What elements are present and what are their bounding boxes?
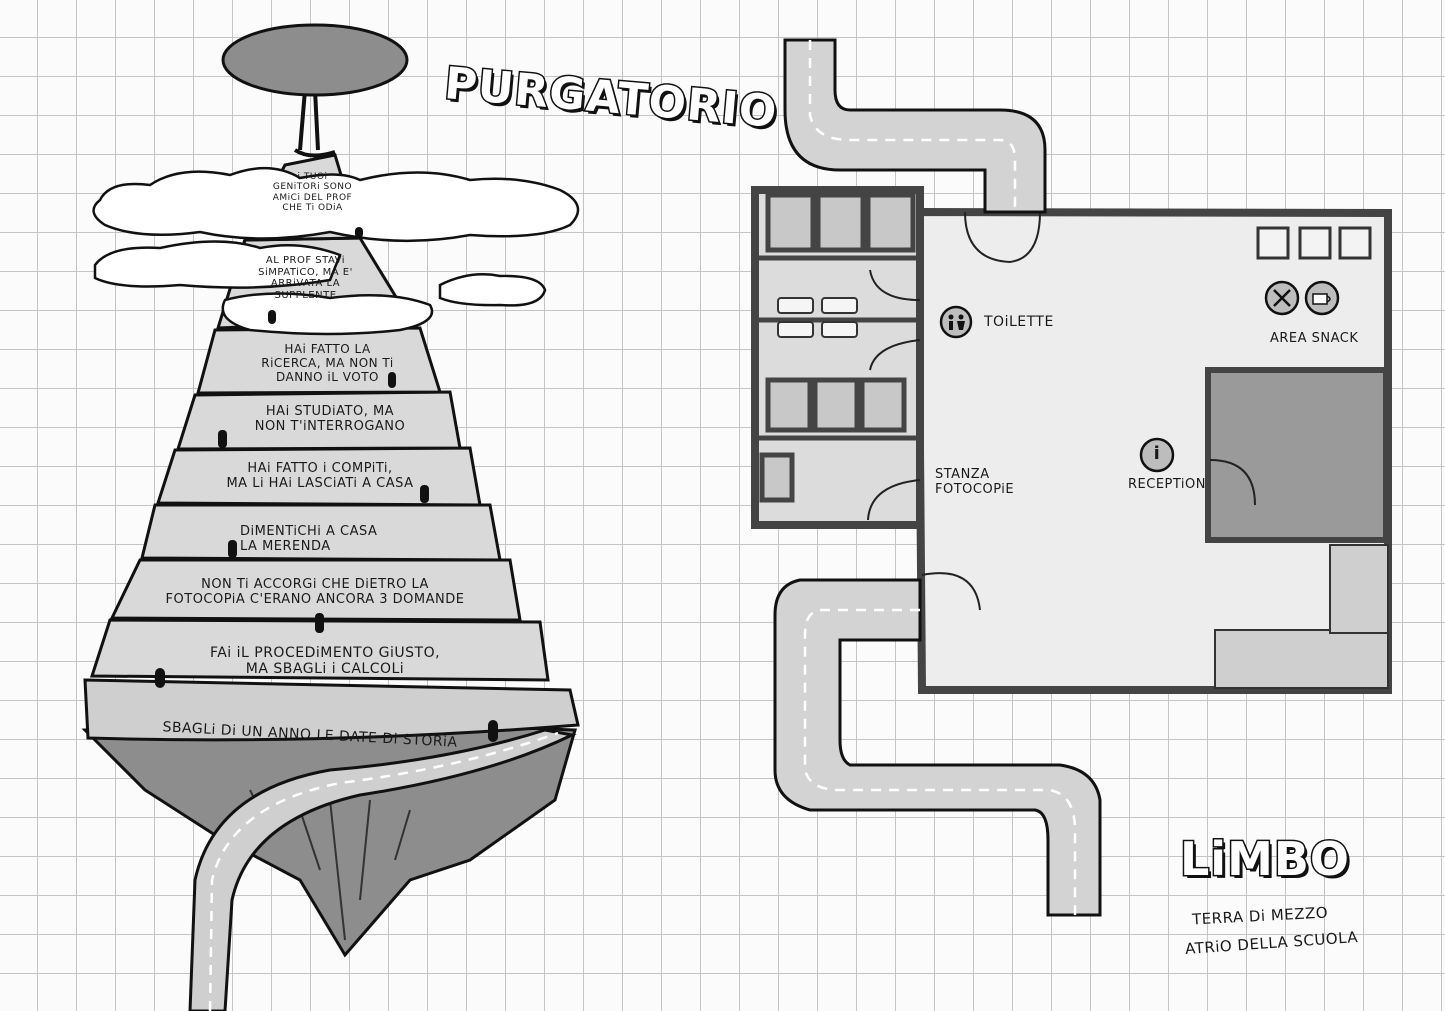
tree	[221, 23, 409, 158]
stanza-fotocopie-label: STANZA FOTOCOPiE	[935, 467, 1015, 497]
level-3-text: HAi FATTO LA RiCERCA, MA NON Ti DANNO iL…	[261, 342, 394, 384]
toilette-label: TOiLETTE	[984, 314, 1054, 330]
stairs	[1214, 544, 1389, 689]
level-8-text: FAi iL PROCEDiMENTO GiUSTO, MA SBAGLi i …	[209, 645, 441, 678]
level-7-text: NON Ti ACCORGi CHE DiETRO LA FOTOCOPiA C…	[165, 577, 465, 607]
info-icon	[1139, 437, 1175, 473]
info-icon-glyph: i	[1153, 443, 1161, 464]
limbo-title: LiMBO	[1178, 831, 1351, 888]
limbo-road-bottom	[773, 578, 1102, 917]
reception-label: RECEPTiON	[1128, 477, 1206, 492]
area-snack-label: AREA SNACK	[1270, 331, 1359, 346]
purgatorio-road	[188, 728, 577, 1011]
level-4-text: HAi STUDiATO, MA NON T'iNTERROGANO	[254, 404, 406, 434]
reception-room	[1205, 367, 1389, 543]
coffee-cup-icon	[1304, 280, 1340, 316]
fork-knife-icon	[1264, 280, 1300, 316]
level-6-text: DiMENTiCHi A CASA LA MERENDA	[240, 524, 378, 554]
clouds	[92, 166, 580, 336]
level-1-text: i TUOi GENiTORi SONO AMiCi DEL PROF CHE …	[272, 172, 353, 214]
level-2-text: AL PROF STAVi SiMPATiCO, MA E' ARRiVATA …	[258, 255, 353, 301]
limbo-road-top	[783, 38, 1047, 214]
level-5-text: HAi FATTO i COMPiTi, MA Li HAi LASCiATi …	[226, 461, 414, 491]
toilette-icon	[939, 305, 973, 339]
